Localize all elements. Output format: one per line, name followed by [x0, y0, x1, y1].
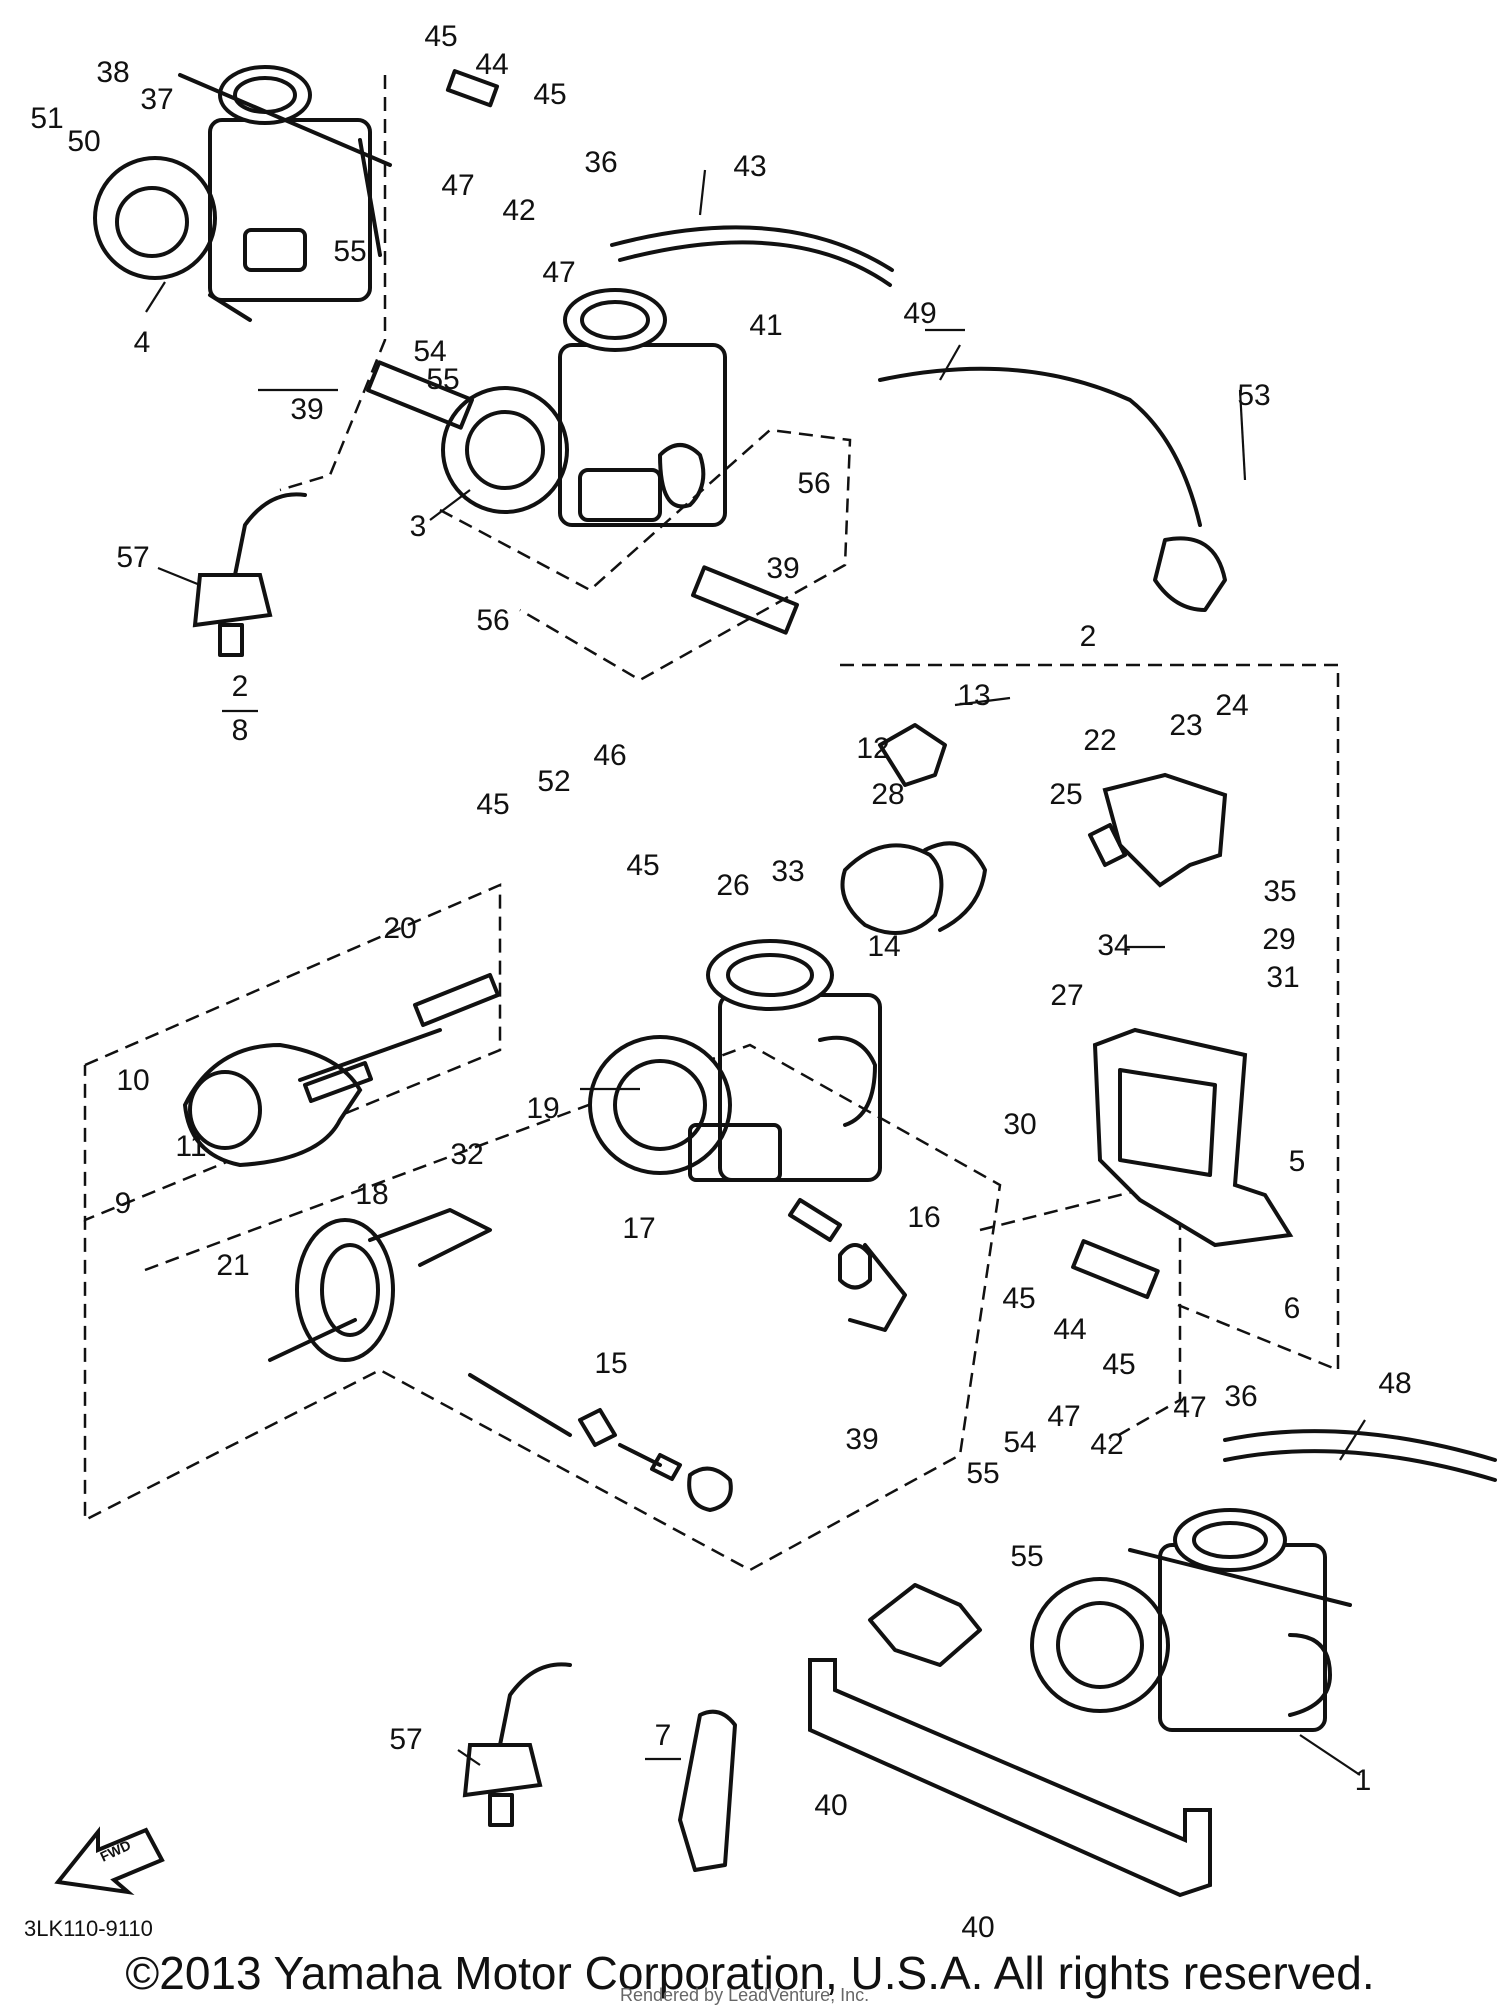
callout-11: 11: [175, 1130, 206, 1163]
callout-25: 25: [1049, 778, 1082, 811]
callout-15: 15: [594, 1347, 627, 1380]
fwd-arrow-icon: FWD: [54, 1826, 165, 1895]
callout-8: 8: [232, 714, 249, 747]
callout-56a: 56: [797, 467, 830, 500]
callout-26: 26: [716, 869, 749, 902]
callout-44a: 44: [475, 48, 508, 81]
callout-20: 20: [383, 912, 416, 945]
callout-31: 31: [1266, 961, 1299, 994]
float-bowl-27: [1092, 1027, 1294, 1248]
callout-57a: 57: [116, 541, 149, 574]
callout-12: 12: [856, 732, 889, 765]
carburetor-body-19: [588, 939, 882, 1182]
callout-46: 46: [593, 739, 626, 772]
callout-54a: 54: [413, 335, 446, 368]
callout-47c: 47: [1047, 1400, 1080, 1433]
leader-lines: [145, 169, 1366, 1776]
callout-51: 51: [30, 102, 63, 135]
callout-18: 18: [355, 1178, 388, 1211]
callout-55c: 55: [966, 1457, 999, 1490]
callout-45d: 45: [626, 849, 659, 882]
carburetor-3: [441, 288, 727, 527]
callout-9: 9: [115, 1187, 132, 1220]
diaphragm-assembly: [182, 973, 500, 1362]
callout-33: 33: [771, 855, 804, 888]
callout-29: 29: [1262, 923, 1295, 956]
callout-28: 28: [871, 778, 904, 811]
callout-55b: 55: [426, 363, 459, 396]
callout-32: 32: [450, 1138, 483, 1171]
callout-47a: 47: [441, 169, 474, 202]
callout-35: 35: [1263, 875, 1296, 908]
callout-52: 52: [537, 765, 570, 798]
copyright-notice: ©2013 Yamaha Motor Corporation, U.S.A. A…: [125, 1947, 1375, 1999]
callout-39c: 39: [845, 1423, 878, 1456]
rendered-by-notice: Rendered by LeadVenture, Inc.: [620, 1985, 870, 2005]
callout-1: 1: [1355, 1764, 1372, 1797]
callout-17: 17: [622, 1212, 655, 1245]
callout-45e: 45: [1002, 1282, 1035, 1315]
callout-47d: 47: [1173, 1391, 1206, 1424]
callout-40b: 40: [961, 1911, 994, 1944]
callout-22: 22: [1083, 724, 1116, 757]
carburetor-1: [1030, 1508, 1352, 1732]
callout-39b: 39: [766, 552, 799, 585]
callout-48: 48: [1378, 1367, 1411, 1400]
callout-7: 7: [655, 1719, 672, 1752]
callout-45f: 45: [1102, 1348, 1135, 1381]
group-outlines: [83, 75, 1340, 1572]
callout-55d: 55: [1010, 1540, 1043, 1573]
callout-34: 34: [1097, 929, 1130, 962]
callout-45a: 45: [424, 20, 457, 53]
callout-53: 53: [1237, 379, 1270, 412]
callout-44b: 44: [1053, 1313, 1086, 1346]
callout-37: 37: [140, 83, 173, 116]
callout-3: 3: [410, 510, 427, 543]
callout-labels: 1 2 2 3 4 5 6 7 8 9 10 11 12 13 14 15 16…: [30, 20, 1411, 1944]
carburetor-4: [93, 65, 392, 322]
callout-56b: 56: [476, 604, 509, 637]
throttle-linkage: [788, 1198, 982, 1667]
callout-36a: 36: [584, 146, 617, 179]
callout-49: 49: [903, 297, 936, 330]
callout-45c: 45: [476, 788, 509, 821]
callout-41: 41: [749, 309, 782, 342]
callout-16: 16: [907, 1201, 940, 1234]
callout-42a: 42: [502, 194, 535, 227]
callout-10: 10: [116, 1064, 149, 1097]
callout-27: 27: [1050, 979, 1083, 1012]
hoses-and-fittings: [192, 69, 1497, 1827]
callout-54b: 54: [1003, 1426, 1036, 1459]
callout-36b: 36: [1224, 1380, 1257, 1413]
callout-39a: 39: [290, 393, 323, 426]
callout-13: 13: [957, 679, 990, 712]
callout-23: 23: [1169, 709, 1202, 742]
callout-19: 19: [526, 1092, 559, 1125]
callout-40a: 40: [814, 1789, 847, 1822]
callout-42b: 42: [1090, 1428, 1123, 1461]
callout-6: 6: [1284, 1292, 1301, 1325]
callout-50: 50: [67, 125, 100, 158]
callout-47b: 47: [542, 256, 575, 289]
callout-14: 14: [867, 930, 900, 963]
sensor-assembly: [840, 723, 1228, 935]
callout-30: 30: [1003, 1108, 1036, 1141]
callout-45b: 45: [533, 78, 566, 111]
callout-21: 21: [216, 1249, 249, 1282]
callout-2a: 2: [1080, 620, 1097, 653]
callout-38: 38: [96, 56, 129, 89]
callout-4: 4: [134, 326, 151, 359]
choke-plunger-15: [468, 1373, 733, 1512]
callout-43: 43: [733, 150, 766, 183]
diagram-code: 3LK110-9110: [24, 1916, 153, 1941]
callout-2b: 2: [232, 670, 249, 703]
callout-55a: 55: [333, 235, 366, 268]
linkage-plate: [678, 1658, 1212, 1898]
callout-24: 24: [1215, 689, 1248, 722]
callout-57b: 57: [389, 1723, 422, 1756]
callout-5: 5: [1289, 1145, 1306, 1178]
